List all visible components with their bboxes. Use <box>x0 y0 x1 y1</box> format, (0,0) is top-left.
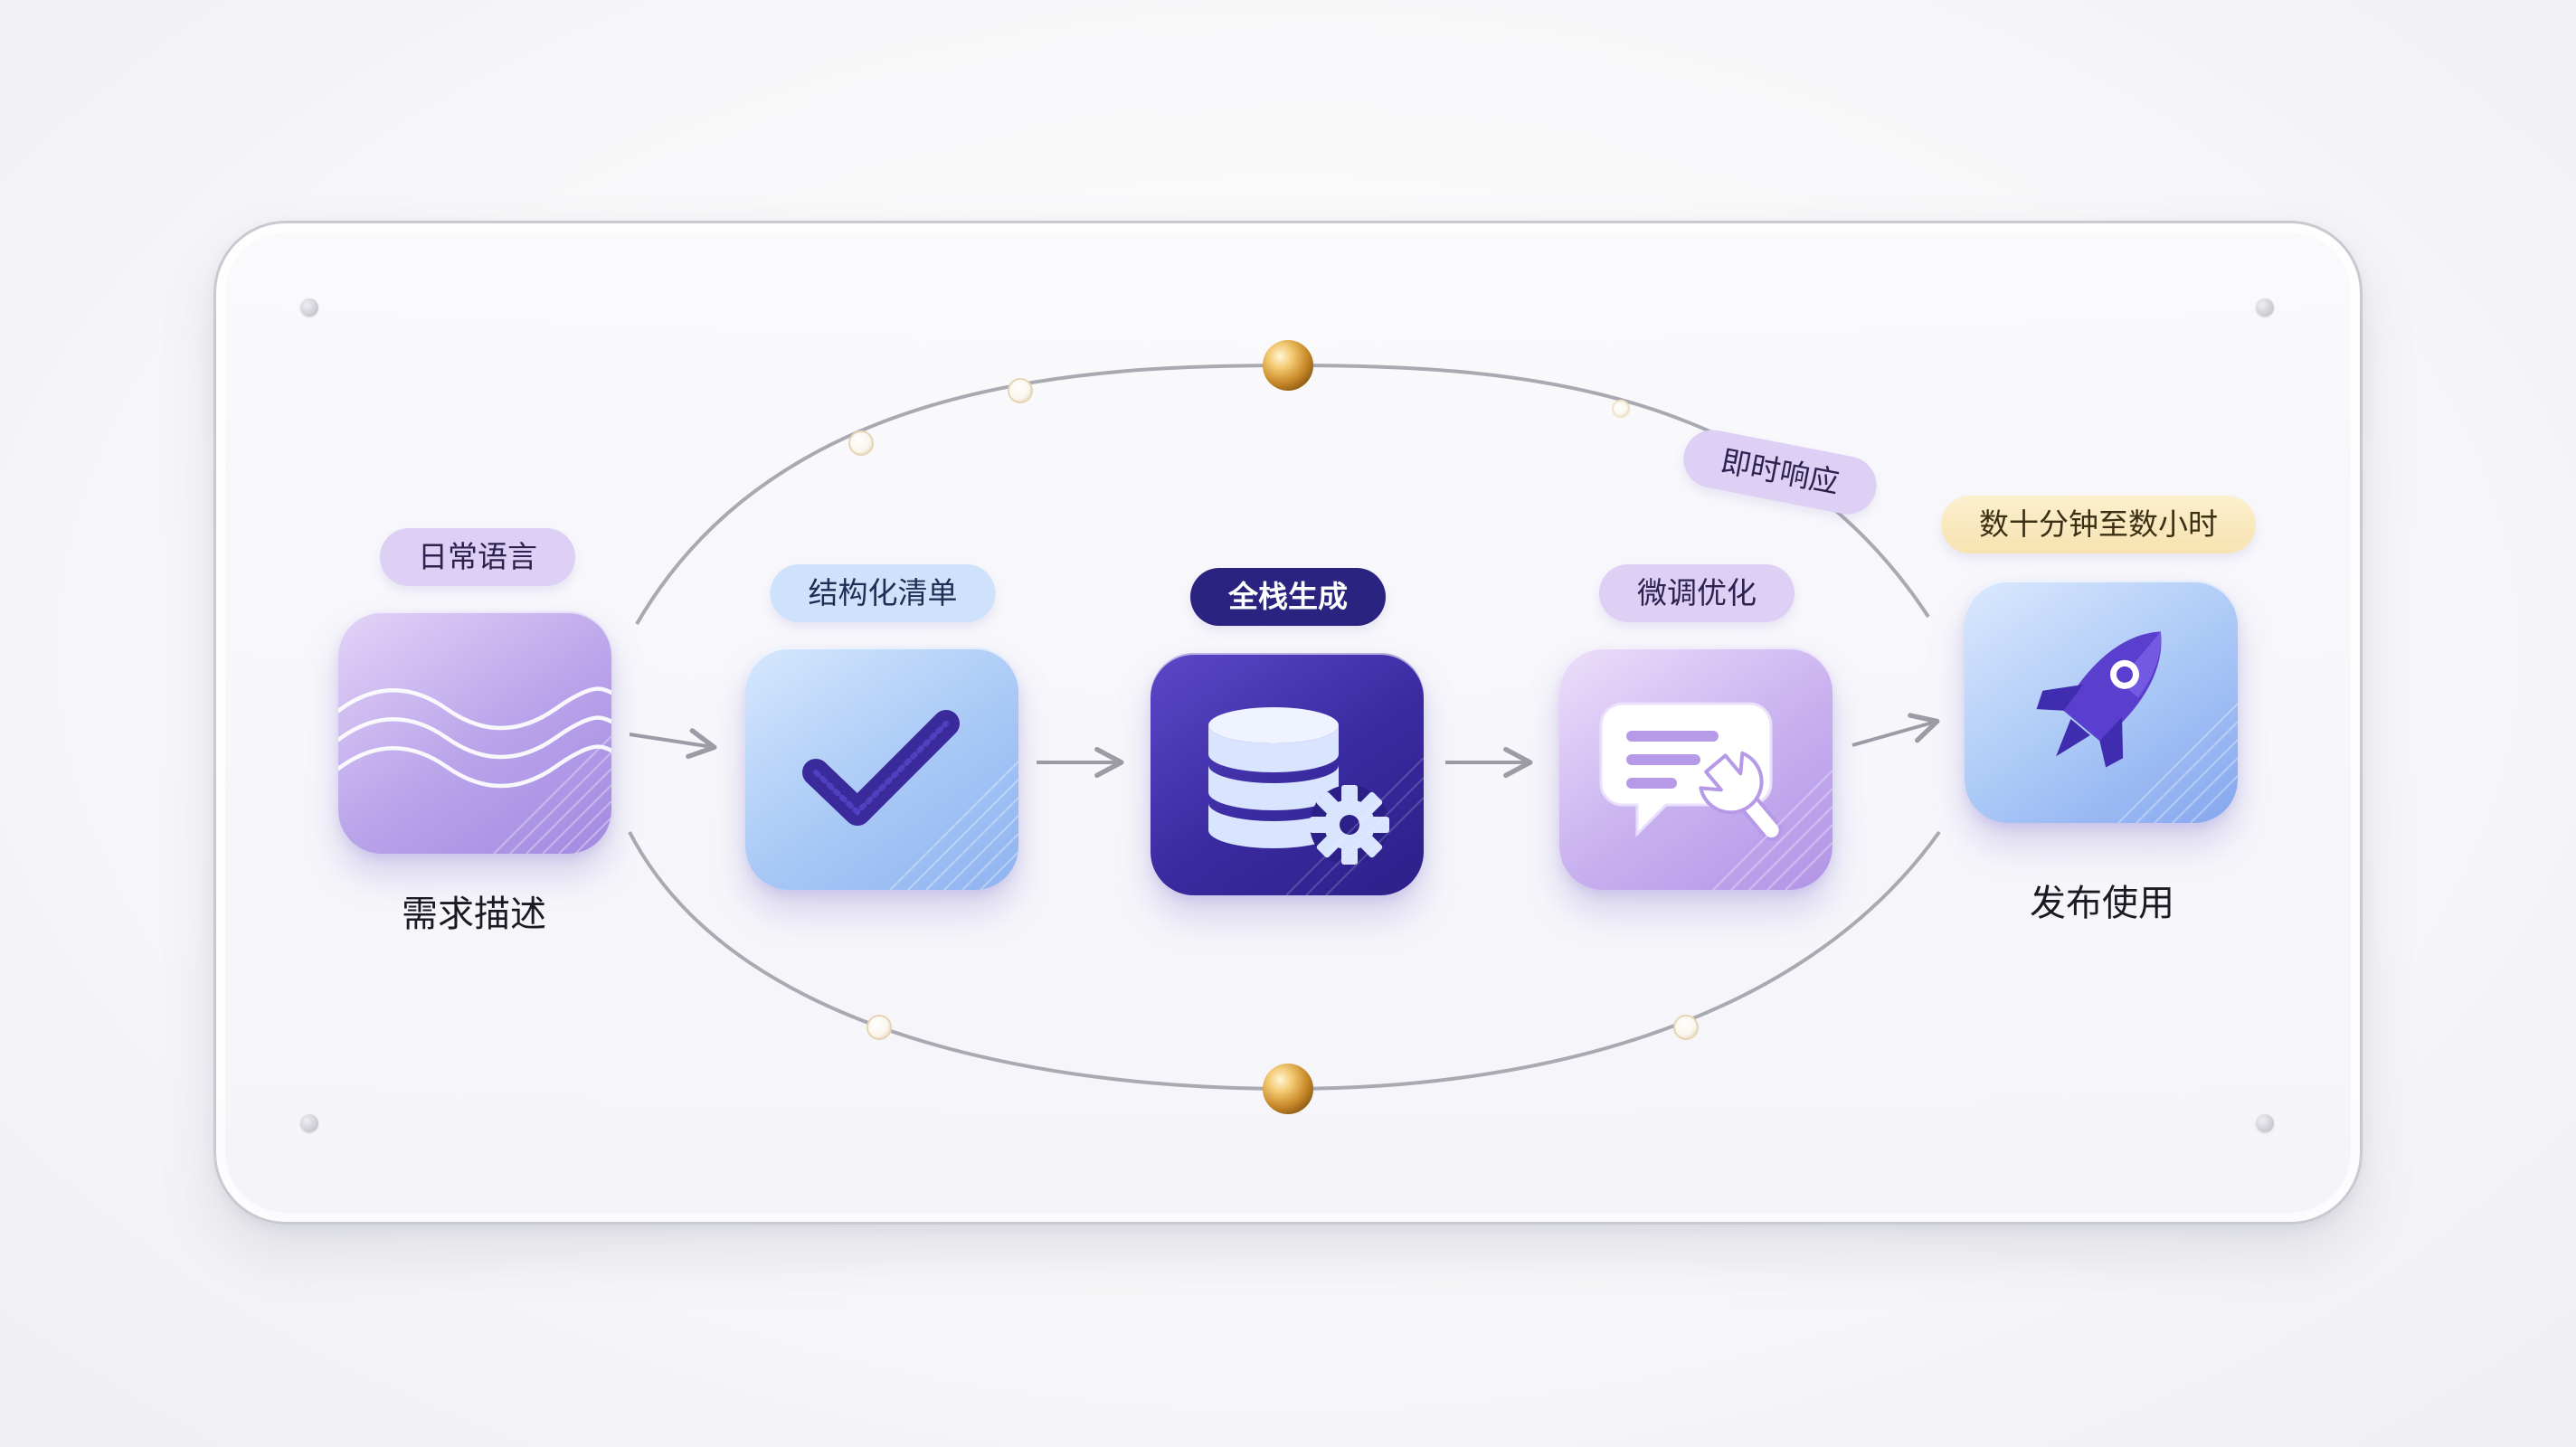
step-card-release <box>1965 581 2238 823</box>
step-card-requirement <box>338 611 611 854</box>
checkmark-icon <box>802 710 1018 890</box>
rocket-icon <box>2036 631 2238 823</box>
step-card-fullstack <box>1151 653 1424 895</box>
panel-screw <box>300 298 318 317</box>
step-tag-daily-language: 日常语言 <box>380 528 575 586</box>
step-label-requirement: 需求描述 <box>402 894 546 935</box>
panel-screw <box>2256 298 2274 317</box>
chat-wrench-icon <box>1599 702 1833 890</box>
step-label-release: 发布使用 <box>2030 883 2174 924</box>
gold-bead-bottom <box>1263 1064 1313 1114</box>
database-gear-icon <box>1208 707 1424 895</box>
step-tag-fine-tuning: 微调优化 <box>1599 564 1795 622</box>
pearl-node <box>848 430 874 456</box>
step-tag-structured-list: 结构化清单 <box>770 564 996 622</box>
step-card-structured-list <box>745 648 1018 890</box>
step-card-fine-tuning <box>1559 648 1833 890</box>
time-tag-duration: 数十分钟至数小时 <box>1941 496 2256 553</box>
flow-arrow <box>1852 713 1940 747</box>
pearl-node <box>1008 378 1033 403</box>
pearl-node <box>1612 400 1630 418</box>
pearl-node <box>867 1015 892 1040</box>
step-tag-fullstack-generation: 全栈生成 <box>1190 568 1386 626</box>
panel-screw <box>2256 1114 2274 1132</box>
flow-arrow <box>629 728 717 760</box>
wave-lines-icon <box>338 686 611 854</box>
pearl-node <box>1673 1015 1699 1040</box>
gold-bead-top <box>1263 340 1313 391</box>
panel-screw <box>300 1114 318 1132</box>
